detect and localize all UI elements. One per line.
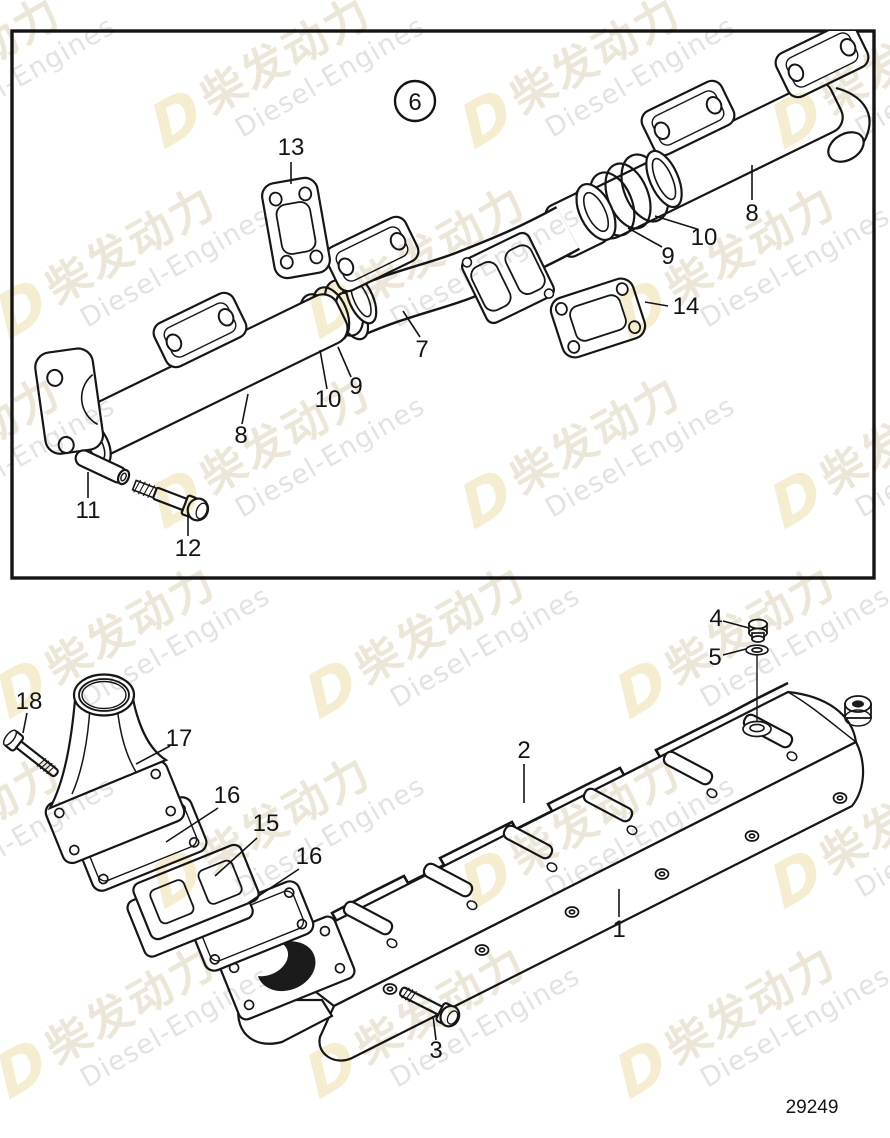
callout-9-rear: 9 — [627, 227, 675, 270]
svg-text:8: 8 — [745, 200, 758, 227]
bolt-18 — [2, 729, 59, 778]
manifold-end-stub — [844, 695, 872, 727]
view-ref-label: 6 — [408, 89, 421, 116]
intake-manifold-view — [2, 618, 872, 1062]
bolt-3 — [398, 986, 461, 1028]
svg-text:1: 1 — [612, 916, 625, 943]
callout-16-lower: 16 — [247, 843, 323, 904]
callout-13: 13 — [278, 134, 305, 184]
callout-18: 18 — [16, 688, 43, 734]
callout-7: 7 — [402, 310, 429, 363]
svg-text:16: 16 — [214, 782, 241, 809]
svg-text:15: 15 — [253, 810, 280, 837]
gasket-13 — [261, 176, 331, 280]
svg-text:13: 13 — [278, 134, 305, 161]
callout-17: 17 — [135, 725, 193, 765]
callout-3: 3 — [429, 1015, 443, 1064]
svg-text:16: 16 — [296, 843, 323, 870]
callout-8-rear: 8 — [745, 165, 759, 227]
sealing-rings-rear-joint — [588, 149, 683, 237]
callout-10-front: 10 — [315, 349, 342, 413]
intake-view-callouts: 4 5 18 17 16 15 16 2 — [16, 605, 839, 1118]
callout-10-rear: 10 — [654, 215, 718, 251]
callout-view-ref-6: 6 — [393, 79, 437, 123]
svg-text:8: 8 — [234, 422, 247, 449]
intake-manifold-body — [237, 690, 872, 1062]
callout-16-upper: 16 — [165, 782, 241, 843]
manifold-inlet-flange — [218, 915, 356, 1021]
svg-text:10: 10 — [315, 386, 342, 413]
stud-11 — [74, 449, 131, 486]
gasket-14 — [549, 277, 647, 359]
callout-11: 11 — [76, 472, 101, 524]
manifold-bottom-bosses — [382, 792, 848, 995]
svg-text:5: 5 — [708, 644, 721, 671]
exhaust-centre-flange — [460, 231, 556, 325]
svg-text:9: 9 — [349, 373, 362, 400]
callout-15: 15 — [214, 810, 280, 877]
svg-text:11: 11 — [76, 497, 101, 524]
plug-insertion-axis — [742, 655, 772, 738]
callout-1: 1 — [612, 889, 626, 943]
plug-4 — [748, 618, 768, 643]
spacer-15 — [126, 843, 260, 958]
svg-text:9: 9 — [661, 243, 674, 270]
drawing-number: 29249 — [786, 1097, 839, 1118]
inlet-elbow-17 — [44, 673, 186, 865]
callout-5: 5 — [708, 644, 747, 671]
exhaust-view-callouts: 6 13 8 10 9 14 7 9 — [76, 79, 759, 562]
svg-text:14: 14 — [673, 293, 700, 320]
svg-text:2: 2 — [517, 737, 530, 764]
callout-2: 2 — [517, 737, 531, 803]
gasket-16-lower — [189, 880, 315, 972]
svg-text:17: 17 — [166, 725, 193, 752]
exhaust-end-flange — [34, 347, 105, 455]
exhaust-manifold-exploded-view — [34, 31, 874, 522]
svg-text:4: 4 — [709, 605, 722, 632]
svg-text:10: 10 — [691, 224, 718, 251]
svg-text:12: 12 — [175, 535, 202, 562]
svg-text:7: 7 — [415, 336, 428, 363]
callout-8-front: 8 — [234, 393, 249, 449]
svg-text:3: 3 — [429, 1037, 442, 1064]
callout-12: 12 — [175, 512, 202, 562]
bolt-12 — [131, 479, 210, 522]
callout-4: 4 — [709, 605, 750, 632]
svg-text:18: 18 — [16, 688, 43, 715]
callout-9-front: 9 — [337, 346, 363, 400]
washer-5 — [745, 644, 769, 656]
callout-14: 14 — [644, 293, 700, 320]
